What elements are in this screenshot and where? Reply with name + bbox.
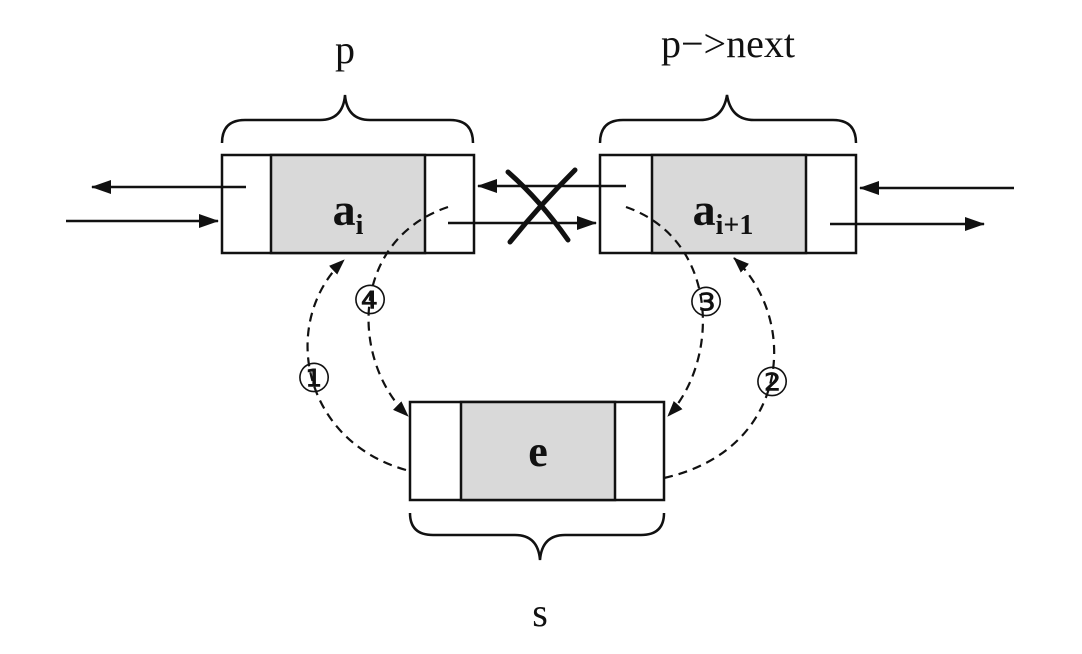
step-label-3: ③ [688,280,724,325]
dashed-link-3 [625,205,704,417]
node-ai1-label-main: a [693,184,716,235]
brace-s [408,512,666,561]
step-label-1: ① [296,356,332,401]
dashed-link-1 [306,259,407,472]
node-ai1: ai+1 [598,153,858,255]
label-p-next: p−>next [661,21,795,66]
node-ai-label-main: a [333,184,356,235]
node-ai1-data-field [650,153,808,255]
cross-out-mark [505,167,578,245]
node-ai1-label: ai+1 [693,184,754,241]
node-ai-data-field [269,153,427,255]
step-label-2: ② [754,360,790,405]
dashed-link-4 [367,205,449,417]
node-ai: ai [220,153,476,255]
brace-p [220,94,475,144]
label-p: p [335,27,355,72]
step-label-4: ④ [352,278,388,323]
dashed-link-2 [663,257,776,480]
node-ai1-label-sub: i+1 [716,210,754,241]
node-e-data-field [459,400,617,502]
brace-p-next [598,94,858,144]
node-e-label: e [528,427,548,476]
label-s: s [532,590,548,635]
node-ai-label: ai [333,184,364,241]
node-e: e [408,400,666,502]
node-ai-label-sub: i [356,210,364,241]
